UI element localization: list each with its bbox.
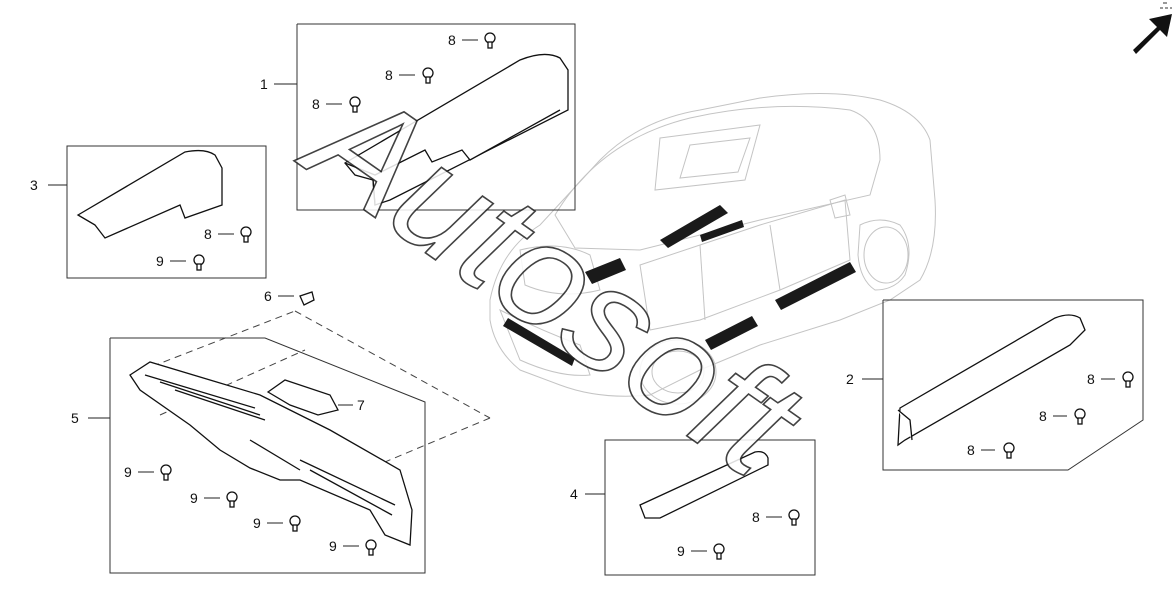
clip-icon	[1074, 408, 1086, 425]
callout-2: 2	[846, 371, 854, 387]
part-1-frame	[296, 23, 576, 211]
part-5-scuff-plate	[129, 361, 413, 546]
callout-5: 5	[71, 410, 79, 426]
front-direction-arrow-icon	[1133, 2, 1172, 54]
fasteners	[160, 32, 1134, 560]
clip-icon	[193, 254, 205, 271]
part-3-group	[48, 145, 267, 279]
callout-4: 4	[570, 486, 578, 502]
clip-icon	[788, 509, 800, 526]
clip-icon	[422, 67, 434, 84]
callout-8: 8	[1087, 371, 1095, 387]
callout-7: 7	[357, 397, 365, 413]
part-2-group	[862, 299, 1144, 471]
callout-8: 8	[204, 226, 212, 242]
callout-9: 9	[156, 253, 164, 269]
clip-icon	[226, 491, 238, 508]
callout-8: 8	[752, 509, 760, 525]
leader-lines	[138, 39, 1115, 552]
part-2-trim	[897, 314, 1086, 447]
callout-9: 9	[124, 464, 132, 480]
clip-icon	[1003, 442, 1015, 459]
part-7-clip	[266, 379, 339, 416]
part-4-trim	[639, 450, 769, 519]
part-4-frame	[604, 439, 816, 576]
clip-icon	[160, 464, 172, 481]
part-2-frame	[882, 299, 1144, 471]
clip-icon	[484, 32, 496, 49]
callout-9: 9	[677, 543, 685, 559]
clip-icon	[289, 515, 301, 532]
callout-9: 9	[253, 515, 261, 531]
callout-8: 8	[385, 67, 393, 83]
vehicle-outline	[489, 92, 936, 405]
callout-1: 1	[260, 76, 268, 92]
part-4-group	[585, 439, 816, 576]
clip-icon	[713, 543, 725, 560]
callout-labels: 1 2 3 4 5 6 7 8 8 8 8 8 8 8 8 9 9 9 9 9 …	[30, 32, 1095, 559]
part-3-frame	[66, 145, 267, 279]
clip-icon	[365, 539, 377, 556]
callout-3: 3	[30, 177, 38, 193]
clip-icon	[349, 96, 361, 113]
callout-8: 8	[967, 442, 975, 458]
highlighted-sill-strips	[503, 205, 856, 366]
watermark: Autosoft	[275, 49, 833, 510]
clip-icon	[240, 226, 252, 243]
part-6-screw	[299, 291, 315, 306]
callout-6: 6	[264, 288, 272, 304]
part-3-trim	[76, 149, 223, 239]
callout-9: 9	[329, 538, 337, 554]
callout-9: 9	[190, 490, 198, 506]
clip-icon	[1122, 371, 1134, 388]
callout-8: 8	[1039, 408, 1047, 424]
part-5-group	[88, 291, 491, 574]
callout-8: 8	[312, 96, 320, 112]
part-5-frame	[109, 337, 426, 574]
part-1-group	[274, 23, 576, 211]
callout-8: 8	[448, 32, 456, 48]
